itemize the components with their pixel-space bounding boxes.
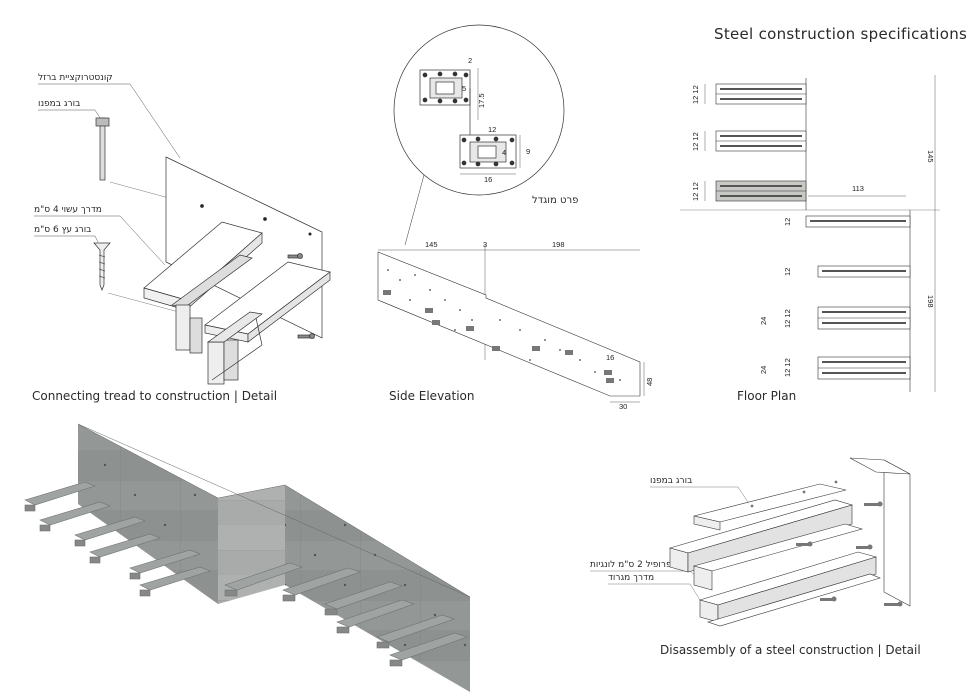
caption-floor-plan: Floor Plan — [737, 389, 797, 403]
detail-connecting-tread — [34, 83, 331, 385]
caption-side-elevation: Side Elevation — [389, 389, 475, 403]
elev-dim-3: 3 — [483, 240, 487, 249]
plan-dim-r1: 12 12 — [691, 85, 700, 104]
plan-dim-r2: 12 12 — [691, 132, 700, 151]
plan-dim-145: 145 — [926, 150, 935, 163]
plan-dim-24b: 24 — [759, 366, 768, 374]
cantilever-steps — [24, 481, 468, 667]
floor-plan-bolts — [720, 88, 906, 374]
enl-dim-2: 2 — [468, 56, 472, 65]
label-profile: פרופיל 2 ס"מ לונגיות — [590, 560, 672, 570]
floor-plan — [680, 75, 940, 392]
disassembly-bolts — [750, 480, 903, 607]
label-wood-screw: בורג עץ 6 ס"מ — [34, 225, 92, 235]
label-wood-tread: מדרך עשוי 4 ס"מ — [34, 205, 102, 215]
side-elevation — [377, 245, 645, 403]
label-steel-console: קונסטרוקציית ברזל — [38, 73, 113, 83]
enl-dim-4: 4 — [502, 148, 506, 157]
elev-dim-145: 145 — [425, 240, 438, 249]
caption-disassembly-detail: Disassembly of a steel construction | De… — [660, 643, 921, 657]
enl-dim-9: 9 — [526, 147, 530, 156]
label-anchor-bolt-2: בורג במפנו — [650, 476, 693, 486]
label-tread: מדרך מגרוד — [608, 573, 655, 583]
elev-dim-16: 16 — [606, 353, 614, 362]
enl-dim-16: 16 — [484, 175, 492, 184]
elev-dim-48: 48 — [645, 378, 654, 386]
plan-dim-r5: 12 12 — [783, 358, 792, 377]
enl-dim-12: 12 — [488, 125, 496, 134]
plan-dim-r3: 12 12 — [691, 182, 700, 201]
enl-dim-5: 5 — [462, 84, 466, 93]
disassembly-detail — [590, 457, 911, 627]
label-anchor-bolt: בורג במפנו — [38, 99, 81, 109]
plan-dim-24a: 24 — [759, 317, 768, 325]
plan-dim-r4: 12 12 — [783, 309, 792, 328]
elev-dim-198: 198 — [552, 240, 565, 249]
label-enlarged-detail: פרט מוגדל — [532, 195, 579, 206]
enl-dim-17-5: 17.5 — [477, 93, 486, 108]
caption-connecting-detail: Connecting tread to construction | Detai… — [32, 389, 278, 403]
plan-dim-113: 113 — [852, 184, 864, 193]
plan-dim-s12b: 12 — [783, 268, 792, 276]
enlarged-detail-circle — [393, 24, 565, 246]
plan-dim-198: 198 — [926, 295, 935, 308]
plan-dim-s12a: 12 — [783, 218, 792, 226]
elev-dim-30: 30 — [619, 402, 627, 411]
page-title: Steel construction specifications — [714, 25, 968, 43]
